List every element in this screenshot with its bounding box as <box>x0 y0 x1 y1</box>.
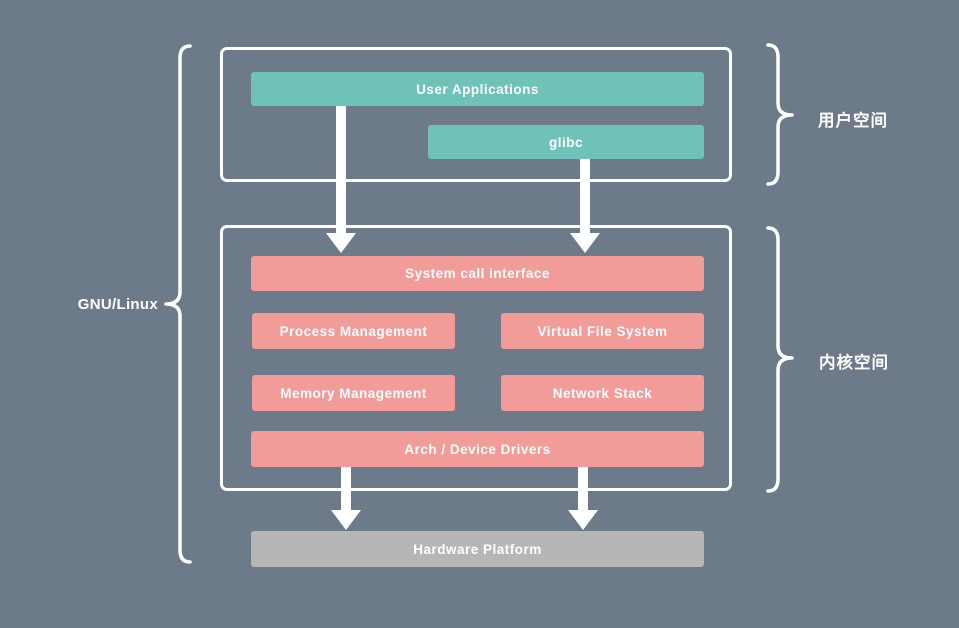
user-space-box <box>220 47 732 182</box>
kernel-space-label: 内核空间 <box>819 354 889 372</box>
block-virtual-file-system: Virtual File System <box>501 313 704 349</box>
kernel-space-brace-icon <box>766 226 794 493</box>
block-glibc: glibc <box>428 125 704 159</box>
block-network-stack: Network Stack <box>501 375 704 411</box>
block-hardware-platform: Hardware Platform <box>251 531 704 567</box>
block-system-call-interface: System call interface <box>251 256 704 291</box>
block-user-applications: User Applications <box>251 72 704 106</box>
block-process-management: Process Management <box>252 313 455 349</box>
gnu-linux-brace-icon <box>164 44 192 564</box>
user-space-label: 用户空间 <box>818 112 888 130</box>
block-memory-management: Memory Management <box>252 375 455 411</box>
user-space-brace-icon <box>766 43 794 186</box>
block-arch-device-drivers: Arch / Device Drivers <box>251 431 704 467</box>
gnu-linux-label: GNU/Linux <box>77 296 158 313</box>
kernel-space-box <box>220 225 732 491</box>
